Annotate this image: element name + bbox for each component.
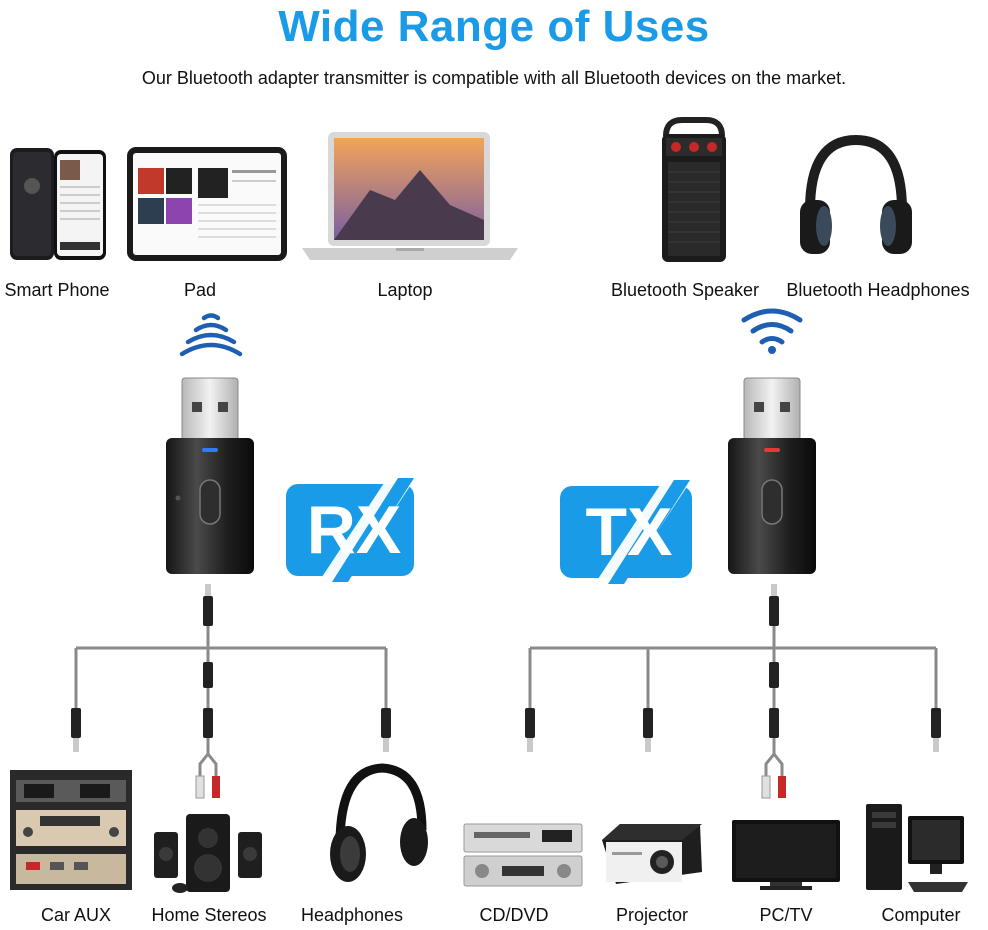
bluetooth-headphones-image [800,134,912,254]
rx-badge: RX [286,474,418,586]
label-pc-tv: PC/TV [759,905,813,925]
bluetooth-signal-receive-icon [179,313,243,357]
tx-badge-label: TX [585,494,673,570]
label-smart-phone: Smart Phone [4,280,110,300]
label-cd-dvd: CD/DVD [479,905,549,925]
bluetooth-speaker-image [662,117,726,262]
rx-adapter-image [166,377,254,574]
label-bluetooth-speaker: Bluetooth Speaker [610,280,760,300]
tx-adapter-image [728,377,816,574]
page-title: Wide Range of Uses [278,2,710,51]
label-computer: Computer [881,905,961,925]
home-stereos-image [154,814,262,893]
headphones-image [330,763,428,882]
laptop-image [302,132,518,260]
smart-phone-image [10,148,106,260]
computer-image [866,804,968,892]
label-laptop: Laptop [377,280,433,300]
car-aux-image [10,770,132,890]
pc-tv-image [732,820,840,890]
bluetooth-signal-transmit-icon [741,308,803,354]
label-home-stereos: Home Stereos [151,905,267,925]
pad-image [127,147,287,261]
label-projector: Projector [615,905,689,925]
label-pad: Pad [183,280,217,300]
cd-dvd-image [463,823,583,887]
page-subtitle: Our Bluetooth adapter transmitter is com… [141,68,847,88]
tx-badge: TX [560,476,694,588]
rx-badge-label: RX [306,492,402,568]
cable-connections [71,584,941,799]
label-car-aux: Car AUX [40,905,112,925]
label-headphones: Headphones [300,905,404,925]
label-bluetooth-headphones: Bluetooth Headphones [786,280,970,300]
projector-image [602,824,702,884]
